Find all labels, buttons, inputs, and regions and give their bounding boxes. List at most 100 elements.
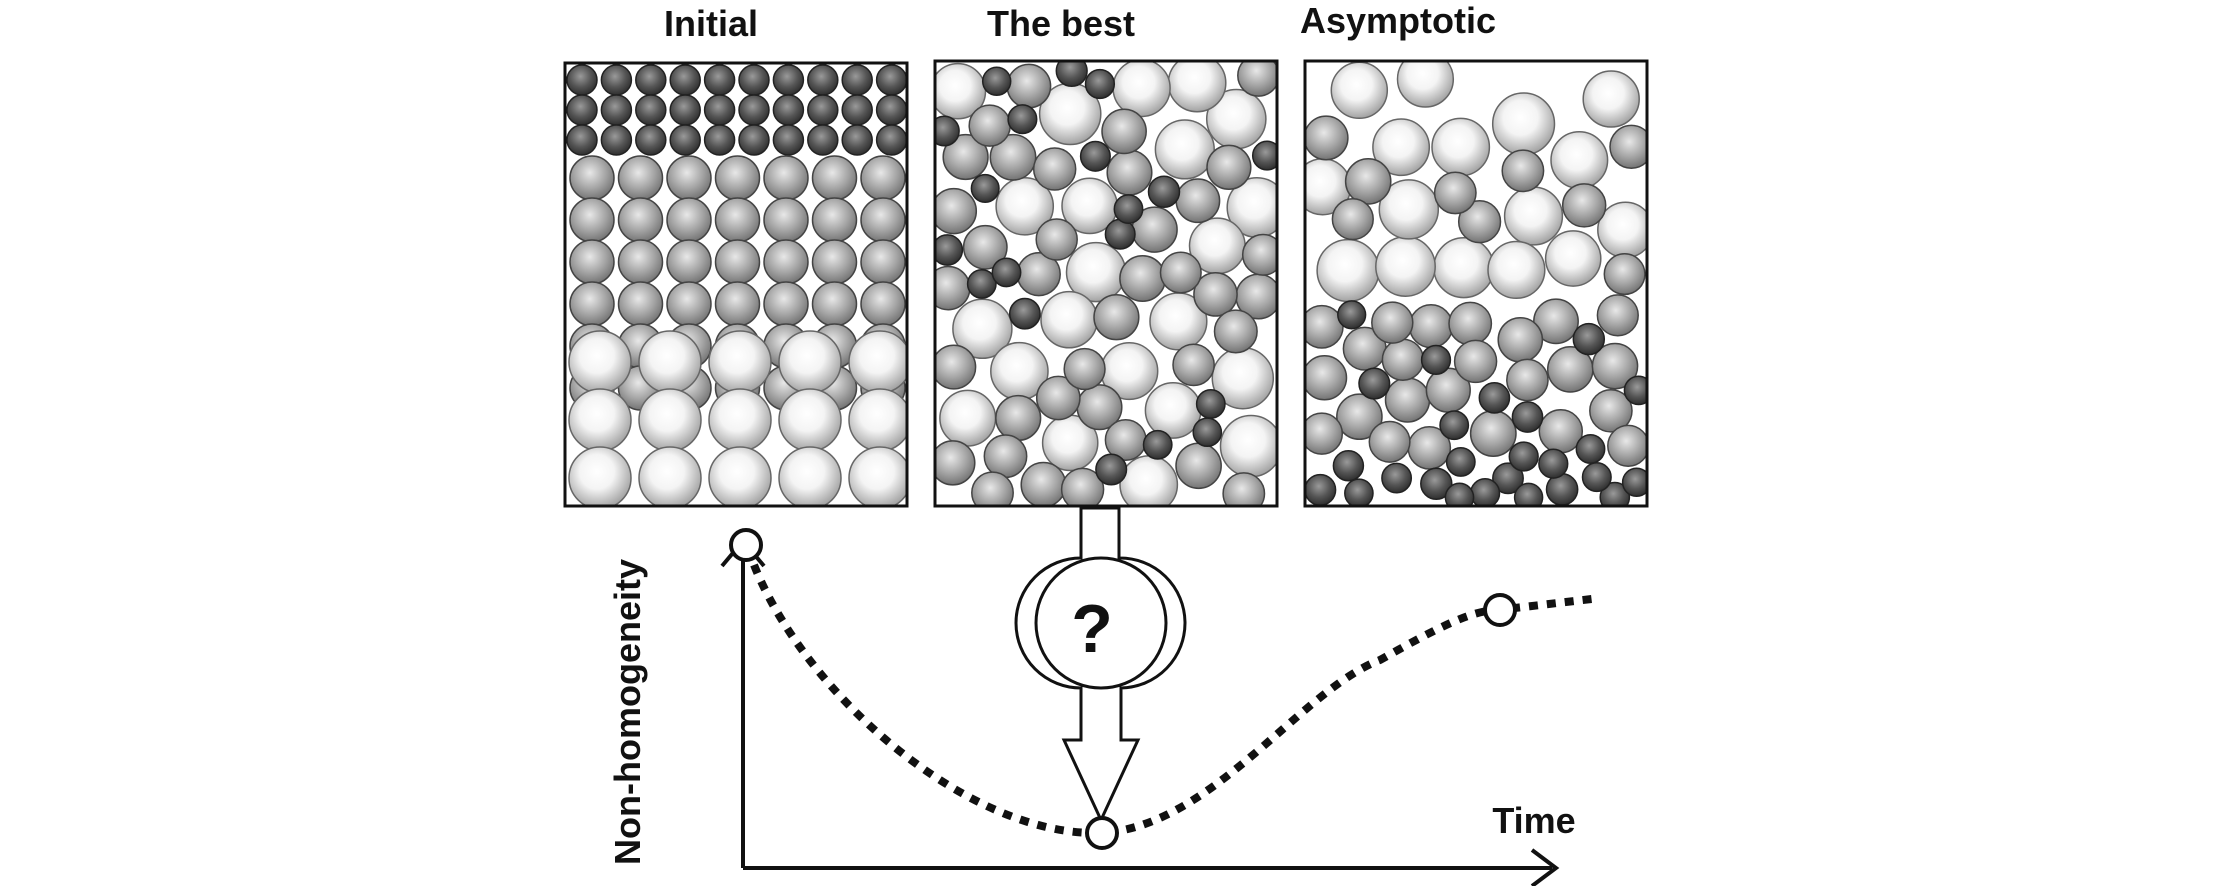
particle-dark	[841, 124, 873, 156]
particle-medium	[714, 155, 761, 201]
particle-dark	[669, 94, 701, 126]
particle-light	[1154, 119, 1215, 180]
particle-dark	[635, 124, 667, 156]
particle-light	[1330, 61, 1389, 120]
particle-medium	[1193, 272, 1238, 317]
particle-dark	[1332, 449, 1365, 482]
particle-dark	[1113, 194, 1144, 225]
particle-dark	[1623, 375, 1647, 406]
particle-dark	[1575, 434, 1606, 464]
particle-medium	[935, 187, 978, 235]
particle-medium	[1561, 183, 1607, 228]
particle-light	[1597, 201, 1647, 259]
particle-dark	[1511, 401, 1544, 433]
particle-medium	[1060, 467, 1105, 506]
particle-dark	[875, 124, 907, 156]
particle-light	[848, 388, 907, 452]
particle-dark	[935, 234, 964, 266]
x-axis	[743, 848, 1560, 886]
particle-light	[1112, 61, 1171, 118]
particle-medium	[569, 155, 615, 201]
particle-medium	[1305, 115, 1349, 161]
particle-dark	[1469, 478, 1501, 506]
particle-medium	[1175, 442, 1222, 490]
unknown-marker-circle	[1034, 556, 1168, 690]
particle-medium	[714, 239, 761, 285]
particle-medium	[971, 471, 1014, 506]
particle-medium	[1607, 424, 1647, 467]
particle-medium	[811, 239, 858, 285]
particle-dark	[1478, 382, 1511, 414]
particle-dark	[1621, 467, 1647, 498]
particle-dark	[1195, 388, 1226, 419]
particle-medium	[860, 239, 906, 285]
particle-medium	[1609, 124, 1647, 169]
particle-medium	[666, 281, 712, 327]
panel-title-asymptotic: Asymptotic	[1300, 0, 1496, 41]
particle-dark	[1572, 322, 1606, 356]
particle-dark	[1492, 462, 1524, 495]
particle-dark	[1513, 482, 1544, 506]
particle-medium	[1237, 61, 1277, 97]
particle-medium	[1106, 149, 1153, 196]
particle-light	[939, 389, 997, 447]
particle-medium	[811, 281, 858, 327]
particle-medium	[763, 281, 809, 327]
x-axis-label: Time	[1492, 800, 1575, 841]
particle-dark	[566, 64, 598, 96]
particle-dark	[991, 257, 1022, 288]
particle-dark	[981, 66, 1012, 97]
particle-dark	[566, 94, 598, 126]
particle-dark	[970, 173, 1000, 203]
particle-light	[1372, 118, 1431, 177]
particle-dark	[807, 64, 839, 96]
particle-dark	[1581, 462, 1612, 493]
particle-light	[778, 388, 842, 452]
particle-dark	[1147, 175, 1181, 209]
particle-medium	[935, 265, 971, 311]
particle-medium	[617, 197, 664, 243]
particle-light	[1219, 414, 1277, 478]
particle-medium	[1222, 472, 1266, 506]
particle-medium	[942, 133, 989, 181]
particle-light	[708, 330, 772, 394]
particle-dark	[1420, 344, 1452, 376]
particle-dark	[738, 64, 770, 96]
particle-dark	[1538, 448, 1569, 479]
panel-title-best: The best	[987, 3, 1135, 44]
particle-medium	[935, 344, 977, 390]
particle-medium	[1172, 343, 1215, 387]
particle-medium	[995, 394, 1042, 442]
particle-medium	[1603, 253, 1646, 296]
particle-light	[1582, 70, 1640, 128]
particle-dark	[635, 64, 667, 96]
particle-light	[935, 62, 987, 120]
particle-dark	[600, 64, 633, 96]
particle-dark	[1095, 453, 1128, 486]
particle-dark	[738, 124, 770, 156]
particle-dark	[669, 124, 701, 156]
particle-light	[848, 446, 907, 506]
particle-dark	[1445, 446, 1476, 477]
particle-medium	[569, 197, 615, 243]
particle-medium	[763, 197, 809, 243]
particle-medium	[1006, 63, 1052, 109]
particle-medium	[811, 155, 858, 201]
particle-medium	[617, 239, 664, 285]
particle-dark	[1444, 482, 1475, 506]
particle-medium	[968, 104, 1011, 147]
particle-medium	[1591, 342, 1639, 390]
particle-light	[1316, 238, 1380, 303]
particle-light	[638, 330, 702, 394]
particle-medium	[1469, 410, 1517, 457]
particle-dark	[600, 124, 633, 156]
particle-medium	[1241, 233, 1277, 276]
particle-dark	[1142, 429, 1173, 460]
particle-medium	[1213, 309, 1258, 354]
particle-dark	[1358, 367, 1391, 400]
particle-medium	[714, 281, 761, 327]
particle-light	[778, 330, 842, 394]
marker-initial	[729, 528, 763, 562]
particle-medium	[1384, 377, 1431, 423]
